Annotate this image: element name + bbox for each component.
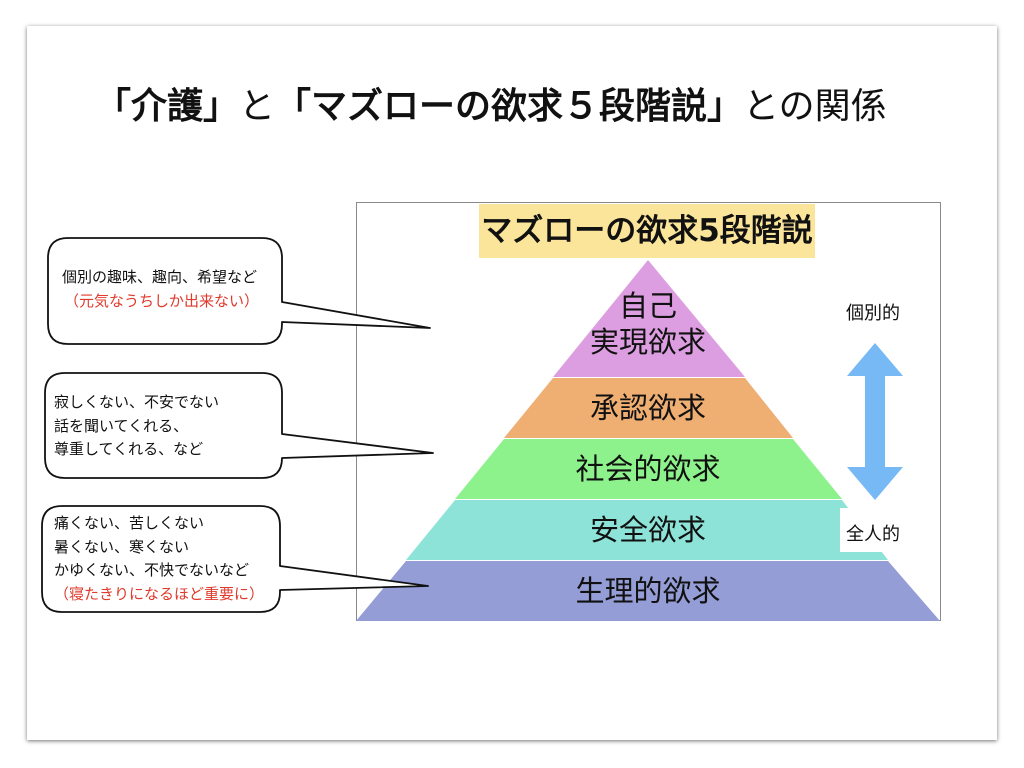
level-safety: 安全欲求 — [589, 513, 706, 547]
level-social-shape — [455, 439, 842, 499]
arrow-bottom-label: 全人的 — [846, 524, 900, 545]
title-part-maslow: 「マズローの欲求５段階説」 — [275, 86, 744, 127]
bubble-1-shape — [47, 237, 431, 345]
title-part-kaigo: 「介護」 — [95, 86, 240, 127]
bubble-3-text: 痛くない、苦しくない 暑くない、寒くない かゆくない、不快でないなど （寝たきり… — [54, 512, 264, 606]
title-part-to: と — [239, 86, 276, 127]
level-self-actualization-line2: 実現欲求 — [589, 325, 706, 359]
level-esteem: 承認欲求 — [589, 391, 706, 425]
level-physiological-shape — [356, 561, 940, 621]
level-self-actualization-line1: 自己 — [618, 289, 677, 323]
bubble-1-text: 個別の趣味、趣向、希望など （元気なうちしか出来ない） — [62, 266, 259, 313]
bubble-1-red-line: （元気なうちしか出来ない） — [64, 291, 260, 310]
level-social: 社会的欲求 — [575, 452, 721, 486]
level-esteem-shape — [504, 378, 793, 438]
level-self-actualization: 自己 実現欲求 — [568, 288, 728, 360]
bubble-3-line: かゆくない、不快でないなど — [54, 561, 250, 579]
level-self-actualization-shape — [553, 260, 745, 377]
bubble-2-line: 寂しくない、不安でない — [54, 393, 220, 411]
bubble-1-line: 個別の趣味、趣向、希望など — [62, 268, 258, 286]
level-safety-shape — [406, 500, 888, 560]
title-part-relation: との関係 — [743, 86, 887, 127]
bubble-3-line: 痛くない、苦しくない — [54, 514, 205, 532]
arrow-top-label: 個別的 — [846, 303, 900, 324]
bubble-2-line: 尊重してくれる、など — [54, 440, 204, 458]
level-physiological: 生理的欲求 — [575, 574, 721, 608]
bubble-3-red-line: （寝たきりになるほど重要に） — [54, 584, 265, 603]
slide-title: 「介護」と「マズローの欲求５段階説」との関係 — [95, 84, 975, 134]
double-arrow-icon — [847, 343, 903, 500]
bubble-2-shape — [44, 372, 434, 479]
bubble-2-line: 話を聞いてくれる、 — [54, 416, 189, 435]
bubble-3-shape — [41, 505, 429, 613]
arrow-bottom-label-bg — [840, 508, 910, 552]
bubble-3-line: 暑くない、寒くない — [54, 537, 190, 556]
bubble-2-text: 寂しくない、不安でない 話を聞いてくれる、 尊重してくれる、など — [54, 391, 219, 462]
pyramid-title: マズローの欲求5段階説 — [479, 204, 815, 258]
